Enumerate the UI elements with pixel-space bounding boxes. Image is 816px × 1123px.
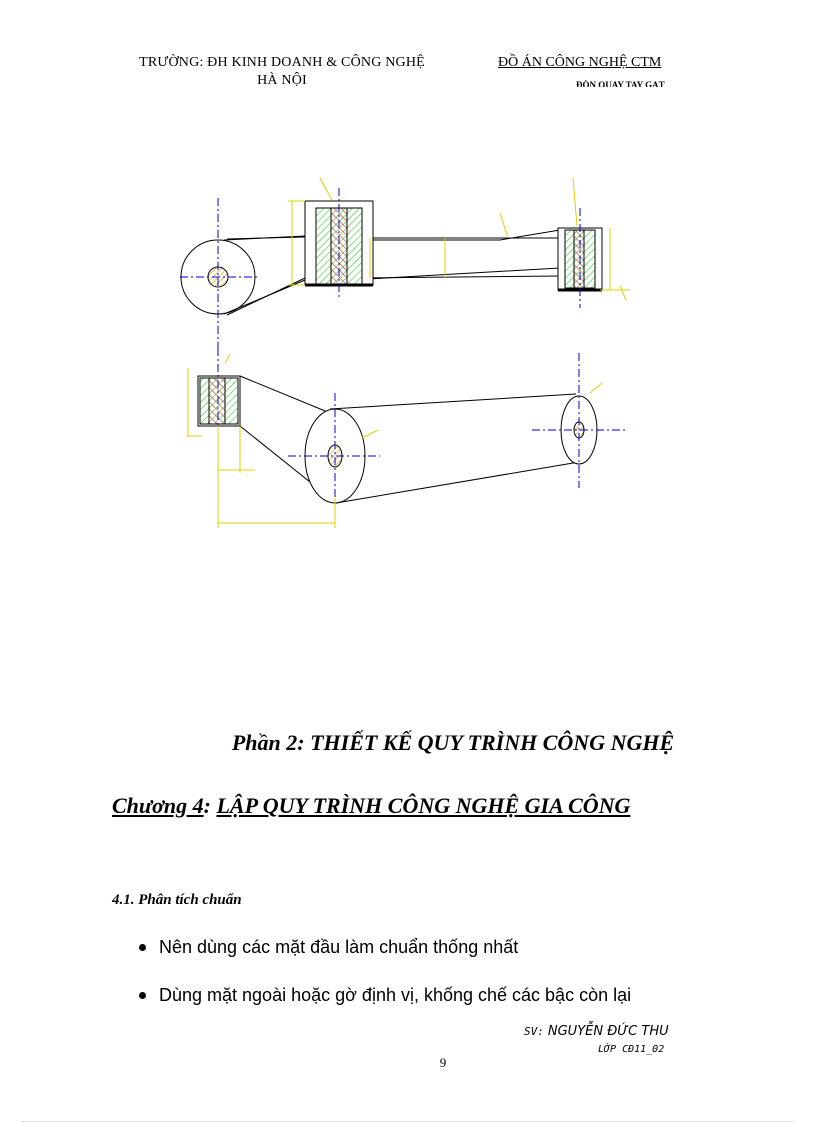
bullet-text: Dùng mặt ngoài hoặc gờ định vị, khống ch… xyxy=(159,985,632,1005)
student-label: SV: xyxy=(524,1025,544,1038)
section-heading: 4.1. Phân tích chuẩn xyxy=(112,892,242,908)
page-number: 9 xyxy=(439,1055,447,1070)
top-view-centerlines xyxy=(180,188,581,358)
list-item: Dùng mặt ngoài hoặc gờ định vị, khống ch… xyxy=(135,983,631,1031)
bullet-icon xyxy=(139,944,146,951)
side-view xyxy=(197,375,598,504)
side-view-dimensions xyxy=(186,353,603,528)
school-header: TRƯỜNG: ĐH KINH DOANH & CÔNG NGHỆ HÀ NỘI xyxy=(112,54,452,90)
technical-drawing-figure xyxy=(180,177,630,528)
class-label: LỚP CĐ11_02 xyxy=(598,1044,665,1055)
bullet-list: Nên dùng các mặt đầu làm chuẩn thống nhấ… xyxy=(135,935,631,1031)
student-name: NGUYỄN ĐỨC THU xyxy=(547,1024,669,1039)
page-bottom-divider xyxy=(22,1121,794,1122)
side-view-centerlines xyxy=(217,348,628,518)
bullet-icon xyxy=(139,992,146,999)
part-title: Phần 2: THIẾT KẾ QUY TRÌNH CÔNG NGHỆ xyxy=(231,730,675,755)
project-title: ĐỒ ÁN CÔNG NGHỆ CTM xyxy=(498,55,662,70)
school-line-2: HÀ NỘI xyxy=(257,73,307,88)
project-header: ĐỒ ÁN CÔNG NGHỆ CTM ĐÒN QUAY TAY GẠT xyxy=(498,54,708,87)
list-item: Nên dùng các mặt đầu làm chuẩn thống nhấ… xyxy=(135,935,631,983)
chapter-heading: Chương 4: LẬP QUY TRÌNH CÔNG NGHỆ GIA CÔ… xyxy=(112,793,630,819)
project-subtitle: ĐÒN QUAY TAY GẠT xyxy=(576,80,665,87)
arm-outline xyxy=(223,229,561,315)
school-line-1: TRƯỜNG: ĐH KINH DOANH & CÔNG NGHỆ xyxy=(139,55,425,70)
student-signature: SV: NGUYỄN ĐỨC THU xyxy=(524,1022,669,1040)
top-view xyxy=(180,200,603,316)
chapter-title: LẬP QUY TRÌNH CÔNG NGHỆ GIA CÔNG xyxy=(216,793,631,818)
chapter-separator: : xyxy=(203,793,211,818)
bullet-text: Nên dùng các mặt đầu làm chuẩn thống nhấ… xyxy=(159,937,519,957)
top-view-dimensions xyxy=(288,177,630,301)
chapter-prefix: Chương 4 xyxy=(112,793,204,818)
